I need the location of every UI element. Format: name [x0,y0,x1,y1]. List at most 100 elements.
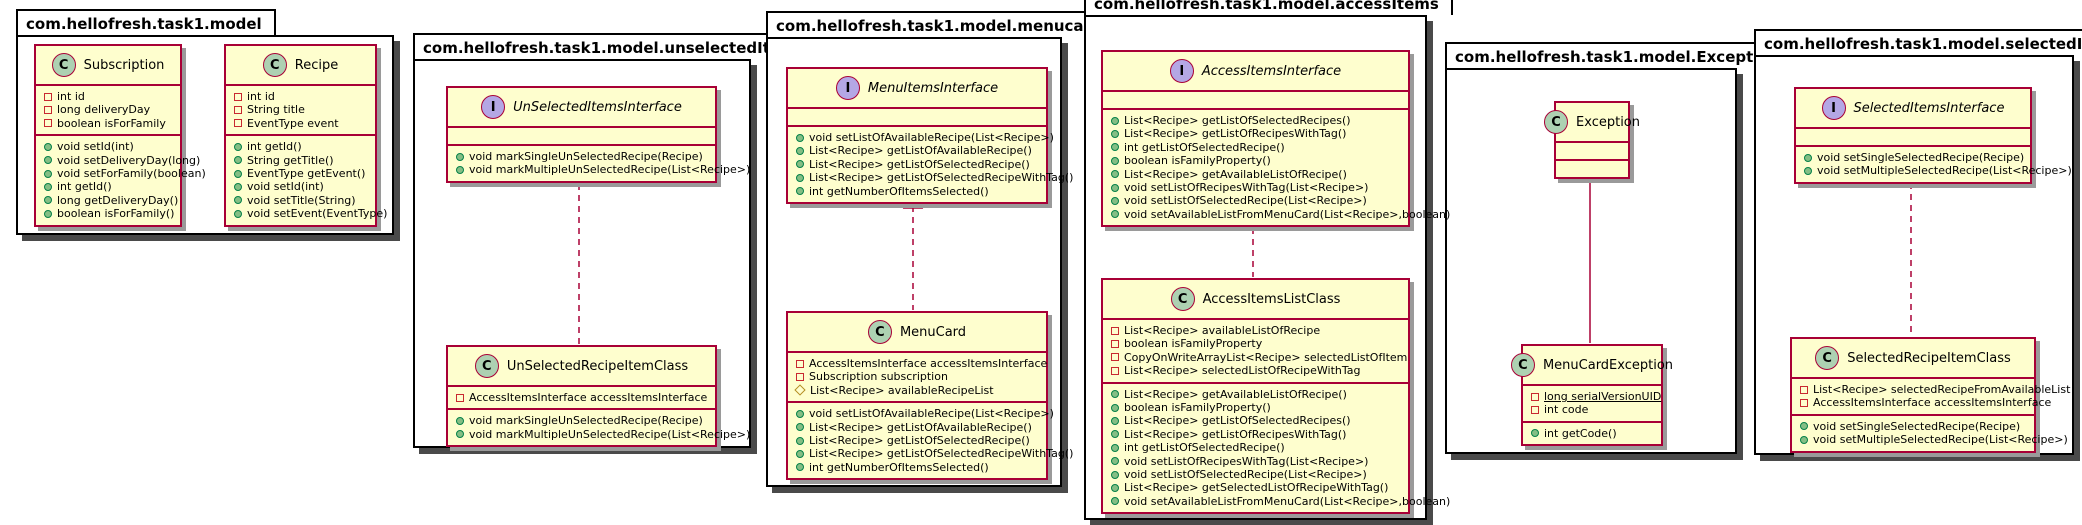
methods-section: void setId(int)void setDeliveryDay(long)… [36,136,206,224]
method-row: void setListOfAvailableRecipe(List<Recip… [796,131,1054,144]
method-row: long getDeliveryDay() [44,194,178,207]
public-visibility-icon [456,417,464,426]
public-visibility-icon [1111,470,1119,479]
private-visibility-icon [1111,326,1119,335]
class-header: C SelectedRecipeItemClass [1792,339,2034,379]
private-visibility-icon [1531,392,1539,401]
method-text: List<Recipe> getListOfAvailableRecipe() [809,144,1032,158]
method-text: void setSingleSelectedRecipe(Recipe) [1813,419,2021,433]
method-text: String getTitle() [247,153,334,167]
public-visibility-icon [44,156,52,165]
method-text: List<Recipe> getListOfRecipesWithTag() [1124,127,1347,141]
class-stereotype-icon: C [1815,346,1840,370]
method-text: void setListOfRecipesWithTag(List<Recipe… [1124,454,1369,468]
class-stereotype-icon: C [1170,287,1195,311]
public-visibility-icon [1111,443,1119,452]
public-visibility-icon [1111,183,1119,192]
private-visibility-icon [1800,399,1808,408]
public-visibility-icon [796,423,804,432]
public-visibility-icon [1111,430,1119,439]
private-visibility-icon [44,119,52,128]
method-row: List<Recipe> getListOfAvailableRecipe() [796,144,1040,157]
class-name: SelectedRecipeItemClass [1847,350,2011,366]
method-text: int getId() [247,140,302,154]
method-text: void markSingleUnSelectedRecipe(Recipe) [469,150,703,163]
fields-section [788,109,1046,127]
interface-stereotype-icon: I [481,95,506,119]
method-text: List<Recipe> getAvailableListOfRecipe() [1124,167,1347,181]
public-visibility-icon [796,173,804,182]
methods-section: void setListOfAvailableRecipe(List<Recip… [788,403,1073,478]
package-name: com.hellofresh.task1.model.Exception [1445,42,1794,68]
public-visibility-icon [1531,429,1539,438]
method-text: void setEvent(EventType) [247,207,388,221]
method-row: List<Recipe> getListOfSelectedRecipeWith… [796,171,1073,184]
public-visibility-icon [1111,210,1119,219]
method-row: void setAvailableListFromMenuCard(List<R… [1111,208,1450,221]
field-text: List<Recipe> availableListOfRecipe [1124,324,1321,337]
method-text: void setId(int) [247,180,324,194]
public-visibility-icon [1111,403,1119,412]
public-visibility-icon [1800,422,1808,431]
public-visibility-icon [456,430,464,439]
methods-section [1556,161,1628,177]
public-visibility-icon [796,187,804,196]
methods-section: void setSingleSelectedRecipe(Recipe)void… [1792,416,2068,451]
interface-stereotype-icon: I [1821,96,1846,120]
public-visibility-icon [1111,497,1119,506]
package-name: com.hellofresh.task1.model.accessItems [1084,0,1453,15]
method-text: List<Recipe> getListOfSelectedRecipeWith… [809,171,1074,185]
class-stereotype-icon: C [262,53,287,77]
method-text: long getDeliveryDay() [57,193,179,207]
method-text: void setListOfRecipesWithTag(List<Recipe… [1124,180,1369,194]
class-stereotype-icon: C [867,320,892,344]
field-text: AccessItemsInterface accessItemsInterfac… [1813,396,2052,410]
field-row: List<Recipe> selectedListOfRecipeWithTag [1111,364,1402,377]
method-text: int getNumberOfItemsSelected() [809,460,989,474]
method-row: void setTitle(String) [234,194,369,207]
method-row: void setSingleSelectedRecipe(Recipe) [1804,151,2024,164]
method-text: List<Recipe> getListOfSelectedRecipes() [1124,414,1351,428]
method-row: boolean isFamilyProperty() [1111,401,1402,414]
method-text: int getNumberOfItemsSelected() [809,184,989,198]
method-text: List<Recipe> getListOfSelectedRecipe() [809,157,1030,171]
private-visibility-icon [1531,406,1539,415]
method-row: List<Recipe> getAvailableListOfRecipe() [1111,388,1402,401]
package-name: com.hellofresh.task1.model.unselectedIte… [413,33,819,59]
methods-section: int getId()String getTitle()EventType ge… [226,136,387,224]
method-text: boolean isFamilyProperty() [1124,400,1271,414]
method-row: void markSingleUnSelectedRecipe(Recipe) [456,414,709,427]
method-text: void markSingleUnSelectedRecipe(Recipe) [469,414,703,428]
field-text: List<Recipe> selectedListOfRecipeWithTag [1124,364,1361,378]
method-text: void setTitle(String) [247,193,356,207]
public-visibility-icon [456,166,464,175]
method-text: EventType getEvent() [247,166,366,180]
methods-section: void setSingleSelectedRecipe(Recipe)void… [1796,147,2072,182]
method-row: void setSingleSelectedRecipe(Recipe) [1800,420,2028,433]
field-text: boolean isForFamily [57,116,166,130]
private-visibility-icon [1111,340,1119,349]
field-text: AccessItemsInterface accessItemsInterfac… [469,391,708,404]
field-row: long serialVersionUID [1531,390,1661,403]
method-text: void setAvailableListFromMenuCard(List<R… [1124,207,1451,221]
public-visibility-icon [234,169,242,178]
method-row: EventType getEvent() [234,167,369,180]
method-text: void markMultipleUnSelectedRecipe(List<R… [469,163,751,177]
method-row: boolean isForFamily() [44,207,174,220]
method-row: List<Recipe> getSelectedListOfRecipeWith… [1111,481,1402,494]
fields-section [1556,143,1628,161]
field-row: AccessItemsInterface accessItemsInterfac… [1800,396,2051,409]
method-text: void markMultipleUnSelectedRecipe(List<R… [469,427,751,441]
public-visibility-icon [1804,153,1812,162]
